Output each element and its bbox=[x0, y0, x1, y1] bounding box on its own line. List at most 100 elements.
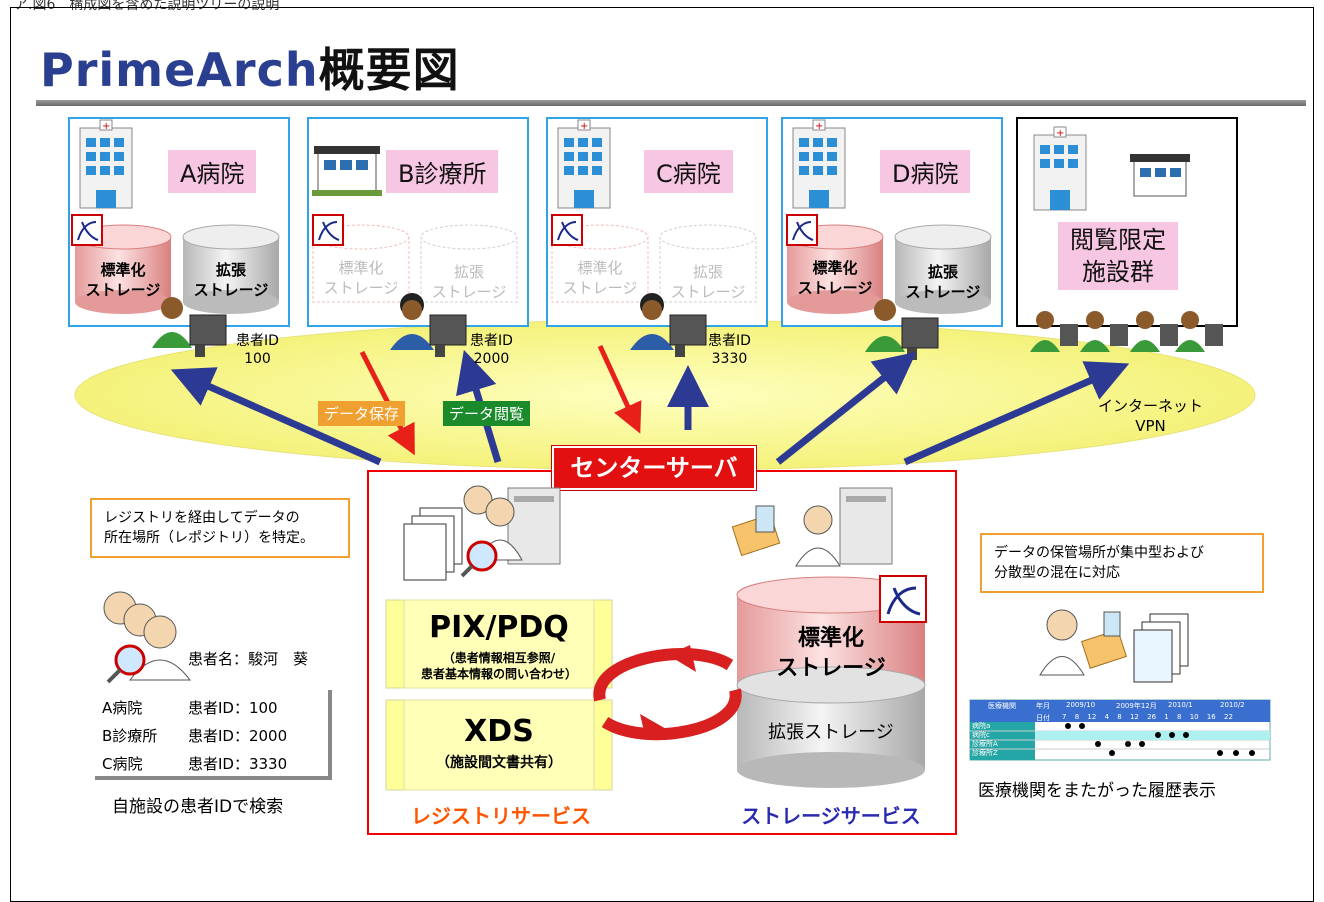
standard-badge-icon bbox=[312, 214, 344, 246]
row-facility: C病院 bbox=[102, 755, 143, 773]
history-period: 2010/2 bbox=[1220, 701, 1245, 709]
arrow-save-c bbox=[597, 344, 642, 434]
history-facility: 診療所A bbox=[972, 740, 998, 748]
center-storage-std-label: 標準化 ストレージ bbox=[776, 626, 886, 681]
history-facility-list: 病院a 病院c 診療所A 診療所Z bbox=[972, 722, 998, 758]
standard-badge-icon bbox=[786, 214, 818, 246]
staff-user-icon bbox=[795, 505, 841, 567]
title-underline bbox=[36, 100, 1306, 106]
facility-name-a: A病院 bbox=[168, 150, 257, 193]
data-view-tag: データ閲覧 bbox=[443, 401, 531, 426]
pix-sub-line2: 患者基本情報の問い合わせ） bbox=[420, 667, 577, 681]
history-day: 4 bbox=[1104, 713, 1110, 721]
xds-title: XDS bbox=[464, 714, 534, 749]
patient-id-row: C病院 患者ID：3330 bbox=[102, 750, 287, 778]
svg-text:+: + bbox=[815, 121, 823, 132]
storage-ext-label-d: 拡張 ストレージ bbox=[905, 263, 981, 301]
storage-note-line2: 分散型の混在に対応 bbox=[994, 565, 1120, 581]
history-facility: 診療所Z bbox=[972, 749, 998, 757]
history-period: 2009/10 bbox=[1066, 701, 1096, 709]
history-day: 26 bbox=[1147, 713, 1157, 721]
standard-badge-icon bbox=[71, 214, 103, 246]
patient-search-caption: 自施設の患者IDで検索 bbox=[112, 797, 284, 817]
vpn-label: VPN bbox=[1135, 417, 1166, 435]
facility-name-c: C病院 bbox=[644, 150, 733, 193]
history-period: 2009年12月 bbox=[1116, 702, 1157, 710]
patient-group-icon bbox=[103, 591, 192, 681]
patient-id-label: 患者ID bbox=[470, 333, 513, 349]
history-day: 8 bbox=[1117, 713, 1122, 721]
medicine-icon bbox=[1080, 611, 1128, 669]
patient-id-value: 2000 bbox=[473, 351, 510, 367]
arrow-to-d bbox=[775, 351, 917, 465]
center-server-title: センターサーバ bbox=[552, 446, 756, 490]
patient-id-row: A病院患者ID：100 bbox=[102, 694, 287, 722]
extended-storage-c bbox=[659, 224, 757, 303]
storage-ext-label-b: 拡張 ストレージ bbox=[431, 263, 507, 301]
history-row-label-day: 日付 bbox=[1036, 714, 1050, 722]
registry-note-line2: 所在場所（レポジトリ）を特定。 bbox=[104, 530, 314, 546]
patient-lookup-card bbox=[92, 685, 330, 777]
storage-std-label-a: 標準化 ストレージ bbox=[85, 261, 161, 299]
registry-note-line1: レジストリを経由してデータの bbox=[104, 510, 300, 526]
medicine-icon bbox=[731, 505, 781, 557]
title-latin: PrimeArch bbox=[40, 43, 319, 97]
document-stack-icon bbox=[403, 507, 463, 581]
hospital-icon: + bbox=[792, 119, 846, 209]
history-row-label-month: 年月 bbox=[1036, 702, 1050, 710]
history-facility: 病院a bbox=[972, 722, 991, 730]
internet-label: インターネット bbox=[1098, 397, 1204, 415]
clinic-icon bbox=[312, 146, 382, 196]
storage-ext-label-c: 拡張 ストレージ bbox=[670, 263, 746, 301]
row-facility: A病院 bbox=[102, 699, 143, 717]
extended-storage-d bbox=[894, 224, 992, 314]
center-storage-ext-label: 拡張ストレージ bbox=[768, 722, 894, 743]
history-day: 1 bbox=[1164, 713, 1169, 721]
history-caption: 医療機関をまたがった履歴表示 bbox=[978, 781, 1216, 801]
user-terminal-icon bbox=[152, 297, 227, 357]
patient-id-value: 100 bbox=[244, 351, 271, 367]
row-id: 患者ID：2000 bbox=[188, 727, 288, 745]
extended-storage-a bbox=[182, 224, 280, 314]
page-title: PrimeArch概要図 bbox=[40, 34, 460, 100]
patient-name: 患者名：駿河 葵 bbox=[188, 650, 309, 668]
facility-name-b: B診療所 bbox=[386, 150, 499, 193]
patient-id-value: 3330 bbox=[711, 351, 748, 367]
history-facility: 病院c bbox=[972, 731, 990, 739]
storage-service-caption: ストレージサービス bbox=[741, 804, 921, 828]
patient-id-b: 患者ID 2000 bbox=[470, 332, 513, 368]
xds-subtitle: （施設間文書共有） bbox=[436, 755, 562, 771]
extended-storage-b bbox=[420, 224, 518, 303]
history-header-col: 医療機関 bbox=[988, 702, 1016, 710]
history-day: 12 bbox=[1087, 713, 1097, 721]
registry-service-caption: レジストリサービス bbox=[411, 804, 591, 828]
pix-sub-line1: （患者情報相互参照/ bbox=[442, 651, 556, 665]
clinic-icon bbox=[1130, 154, 1190, 197]
history-day: 16 bbox=[1206, 713, 1216, 721]
patient-id-label: 患者ID bbox=[708, 333, 751, 349]
arrow-save-b bbox=[359, 350, 415, 456]
facility-name-d: D病院 bbox=[880, 150, 971, 193]
svg-text:+: + bbox=[1056, 128, 1064, 139]
storage-server-icon bbox=[839, 487, 893, 565]
magnifier-icon bbox=[460, 540, 498, 578]
storage-std-label-b: 標準化 ストレージ bbox=[323, 259, 399, 297]
registry-note: レジストリを経由してデータの所在場所（レポジトリ）を特定。 bbox=[90, 498, 350, 558]
patient-id-c: 患者ID 3330 bbox=[708, 332, 751, 368]
internet-vpn-label: インターネット VPN bbox=[1098, 396, 1203, 436]
history-days: 7 8 12 4 8 12 26 1 8 10 16 22 bbox=[1062, 713, 1233, 721]
history-period: 2010/1 bbox=[1168, 701, 1193, 709]
history-day: 8 bbox=[1074, 713, 1080, 721]
user-group-terminal-icon bbox=[1030, 311, 1223, 352]
row-id: 患者ID：3330 bbox=[188, 755, 288, 773]
patient-id-row: B診療所患者ID：2000 bbox=[102, 722, 287, 750]
storage-std-label-c: 標準化 ストレージ bbox=[562, 259, 638, 297]
patient-id-list: A病院患者ID：100 B診療所患者ID：2000 C病院 患者ID：3330 bbox=[102, 694, 287, 778]
user-terminal-icon bbox=[630, 293, 707, 357]
title-jp: 概要図 bbox=[318, 43, 460, 97]
magnifier-icon bbox=[106, 644, 146, 684]
history-day: 10 bbox=[1189, 713, 1199, 721]
history-staff-icon bbox=[1039, 609, 1085, 676]
hospital-icon: + bbox=[79, 119, 133, 209]
